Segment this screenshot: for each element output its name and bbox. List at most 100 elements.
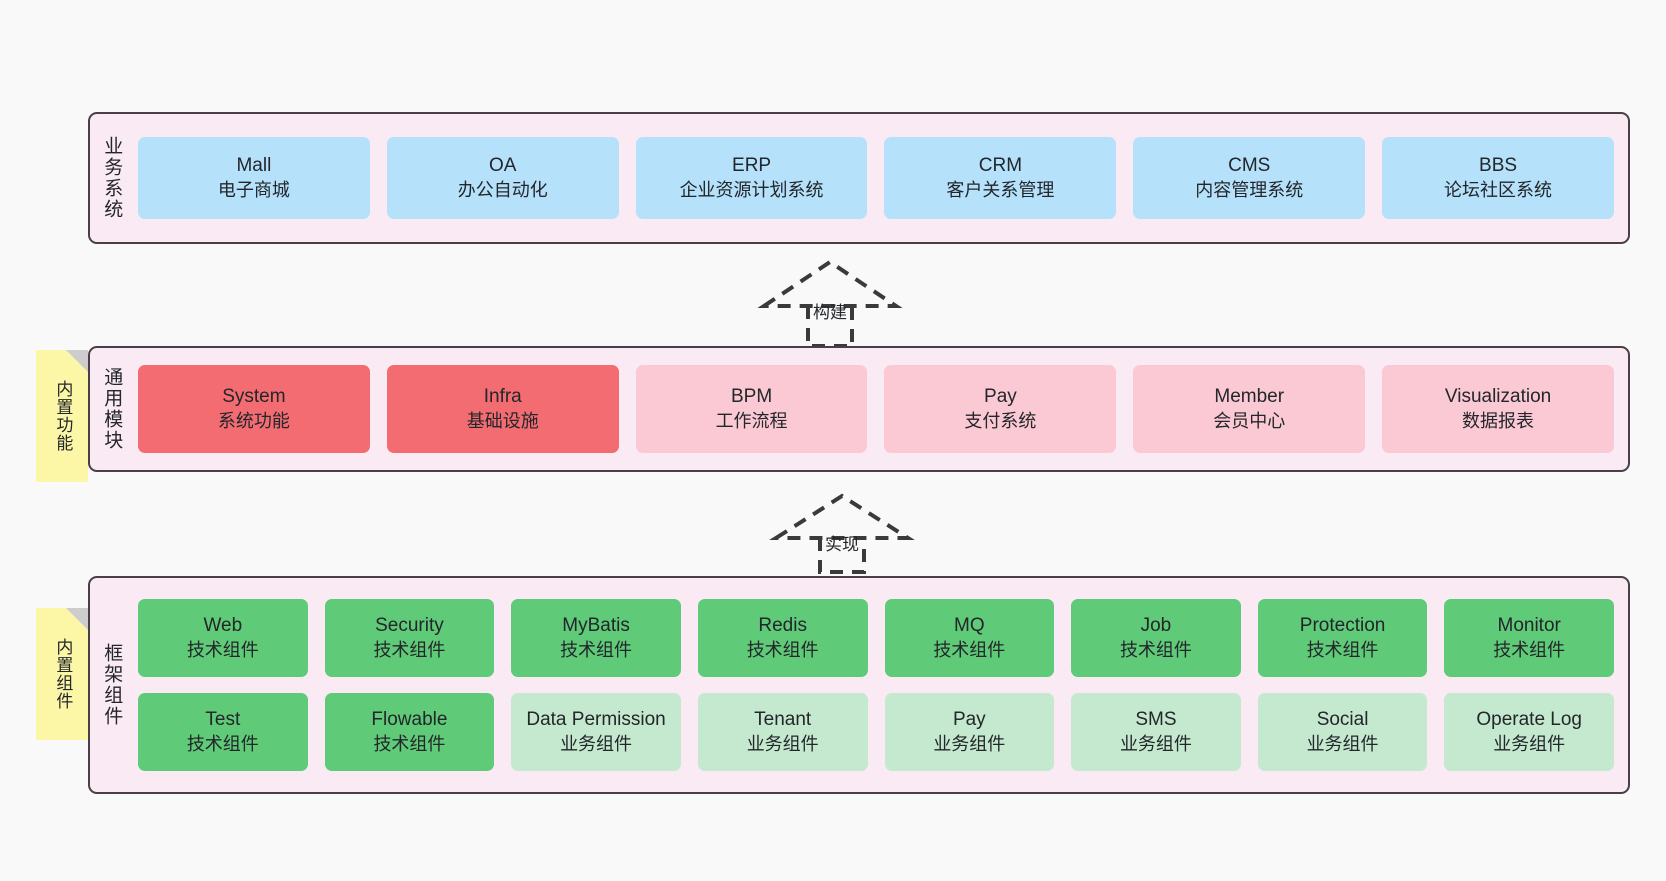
node-mall[interactable]: Mall 电子商城 [138,137,370,219]
node-title: SMS [1135,709,1177,731]
node-subtitle: 数据报表 [1462,410,1535,431]
node-title: MyBatis [562,615,630,637]
node-subtitle: 论坛社区系统 [1444,179,1553,200]
node-erp[interactable]: ERP 企业资源计划系统 [635,137,868,219]
node-subtitle: 技术组件 [560,639,633,660]
node-mybatis[interactable]: MyBatis 技术组件 [511,599,681,677]
node-title: Pay [952,709,986,731]
node-subtitle: 客户关系管理 [946,179,1055,200]
node-title: ERP [732,155,772,177]
node-title: Social [1316,709,1369,731]
node-title: Tenant [754,709,812,731]
node-infra[interactable]: Infra 基础设施 [386,365,619,453]
node-tenant[interactable]: Tenant 业务组件 [697,693,868,771]
node-title: Test [205,709,241,731]
node-protection[interactable]: Protection 技术组件 [1257,599,1428,677]
arrow-build: 构建 [757,258,903,348]
node-job[interactable]: Job 技术组件 [1071,599,1241,677]
note-fold-corner-icon [66,350,88,372]
node-flowable[interactable]: Flowable 技术组件 [324,693,495,771]
node-system[interactable]: System 系统功能 [138,365,370,453]
node-title: Job [1140,615,1172,637]
node-title: Member [1214,386,1285,408]
node-bpm[interactable]: BPM 工作流程 [635,365,868,453]
node-social[interactable]: Social 业务组件 [1257,693,1428,771]
node-subtitle: 技术组件 [373,733,446,754]
node-operate-log[interactable]: Operate Log 业务组件 [1444,693,1614,771]
node-subtitle: 技术组件 [186,639,259,660]
node-title: CMS [1228,155,1271,177]
layer-framework-components: 框架组件 Web 技术组件 Security 技术组件 MyBatis 技术组件… [88,576,1630,794]
arrow-build-label: 构建 [813,303,847,322]
node-web[interactable]: Web 技术组件 [138,599,308,677]
node-title: Protection [1299,615,1386,637]
layer-body-business-systems: Mall 电子商城 OA 办公自动化 ERP 企业资源计划系统 CRM 客户关系… [132,114,1628,242]
arrow-implement-glyph [769,493,915,574]
node-title: Pay [984,386,1017,408]
layer-row: System 系统功能 Infra 基础设施 BPM 工作流程 Pay 支付系统… [138,365,1614,453]
node-crm[interactable]: CRM 客户关系管理 [884,137,1117,219]
node-title: Web [203,615,243,637]
node-pay-component[interactable]: Pay 业务组件 [884,693,1055,771]
node-subtitle: 业务组件 [1493,733,1566,754]
note-label: 内置功能 [53,380,73,452]
node-subtitle: 企业资源计划系统 [679,179,824,200]
node-subtitle: 技术组件 [1306,639,1379,660]
node-subtitle: 技术组件 [373,639,446,660]
node-test[interactable]: Test 技术组件 [138,693,308,771]
node-subtitle: 电子商城 [217,179,290,200]
node-title: OA [489,155,517,177]
note-label: 内置组件 [53,638,73,710]
node-subtitle: 业务组件 [560,733,633,754]
node-title: Redis [758,615,807,637]
layer-body-framework-components: Web 技术组件 Security 技术组件 MyBatis 技术组件 Redi… [132,578,1628,792]
node-subtitle: 技术组件 [1119,639,1192,660]
node-redis[interactable]: Redis 技术组件 [697,599,868,677]
layer-row: Mall 电子商城 OA 办公自动化 ERP 企业资源计划系统 CRM 客户关系… [138,137,1614,219]
node-subtitle: 系统功能 [217,410,290,431]
node-sms[interactable]: SMS 业务组件 [1071,693,1241,771]
node-title: Mall [236,155,272,177]
node-title: Monitor [1497,615,1561,637]
node-title: Data Permission [526,709,666,731]
note-builtin-features: 内置功能 [36,350,88,482]
arrow-implement-label: 实现 [825,535,859,554]
note-builtin-components: 内置组件 [36,608,88,740]
layer-body-common-modules: System 系统功能 Infra 基础设施 BPM 工作流程 Pay 支付系统… [132,348,1628,470]
node-title: Flowable [371,709,448,731]
node-pay[interactable]: Pay 支付系统 [884,365,1117,453]
node-cms[interactable]: CMS 内容管理系统 [1133,137,1366,219]
layer-row: Test 技术组件 Flowable 技术组件 Data Permission … [138,693,1614,771]
node-subtitle: 内容管理系统 [1195,179,1304,200]
node-subtitle: 技术组件 [186,733,259,754]
node-title: Visualization [1444,386,1552,408]
node-subtitle: 办公自动化 [457,179,548,200]
node-data-permission[interactable]: Data Permission 业务组件 [511,693,681,771]
node-subtitle: 业务组件 [746,733,819,754]
node-subtitle: 业务组件 [1119,733,1192,754]
node-mq[interactable]: MQ 技术组件 [884,599,1055,677]
node-subtitle: 会员中心 [1213,410,1286,431]
node-oa[interactable]: OA 办公自动化 [386,137,619,219]
node-subtitle: 基础设施 [466,410,539,431]
node-subtitle: 技术组件 [746,639,819,660]
node-subtitle: 技术组件 [933,639,1006,660]
node-subtitle: 技术组件 [1493,639,1566,660]
node-visualization[interactable]: Visualization 数据报表 [1382,365,1614,453]
node-security[interactable]: Security 技术组件 [324,599,495,677]
node-subtitle: 业务组件 [1306,733,1379,754]
node-title: BBS [1479,155,1518,177]
layer-title-business-systems: 业务系统 [101,136,123,220]
layer-row: Web 技术组件 Security 技术组件 MyBatis 技术组件 Redi… [138,599,1614,677]
node-member[interactable]: Member 会员中心 [1133,365,1366,453]
arrow-build-glyph [757,259,903,348]
node-bbs[interactable]: BBS 论坛社区系统 [1382,137,1614,219]
node-title: MQ [954,615,985,637]
layer-business-systems: 业务系统 Mall 电子商城 OA 办公自动化 ERP 企业资源计划系统 CRM… [88,112,1630,244]
node-title: Security [375,615,444,637]
node-monitor[interactable]: Monitor 技术组件 [1444,599,1614,677]
arrow-implement: 实现 [769,492,915,574]
layer-common-modules: 通用模块 System 系统功能 Infra 基础设施 BPM 工作流程 Pay… [88,346,1630,472]
node-title: CRM [978,155,1023,177]
